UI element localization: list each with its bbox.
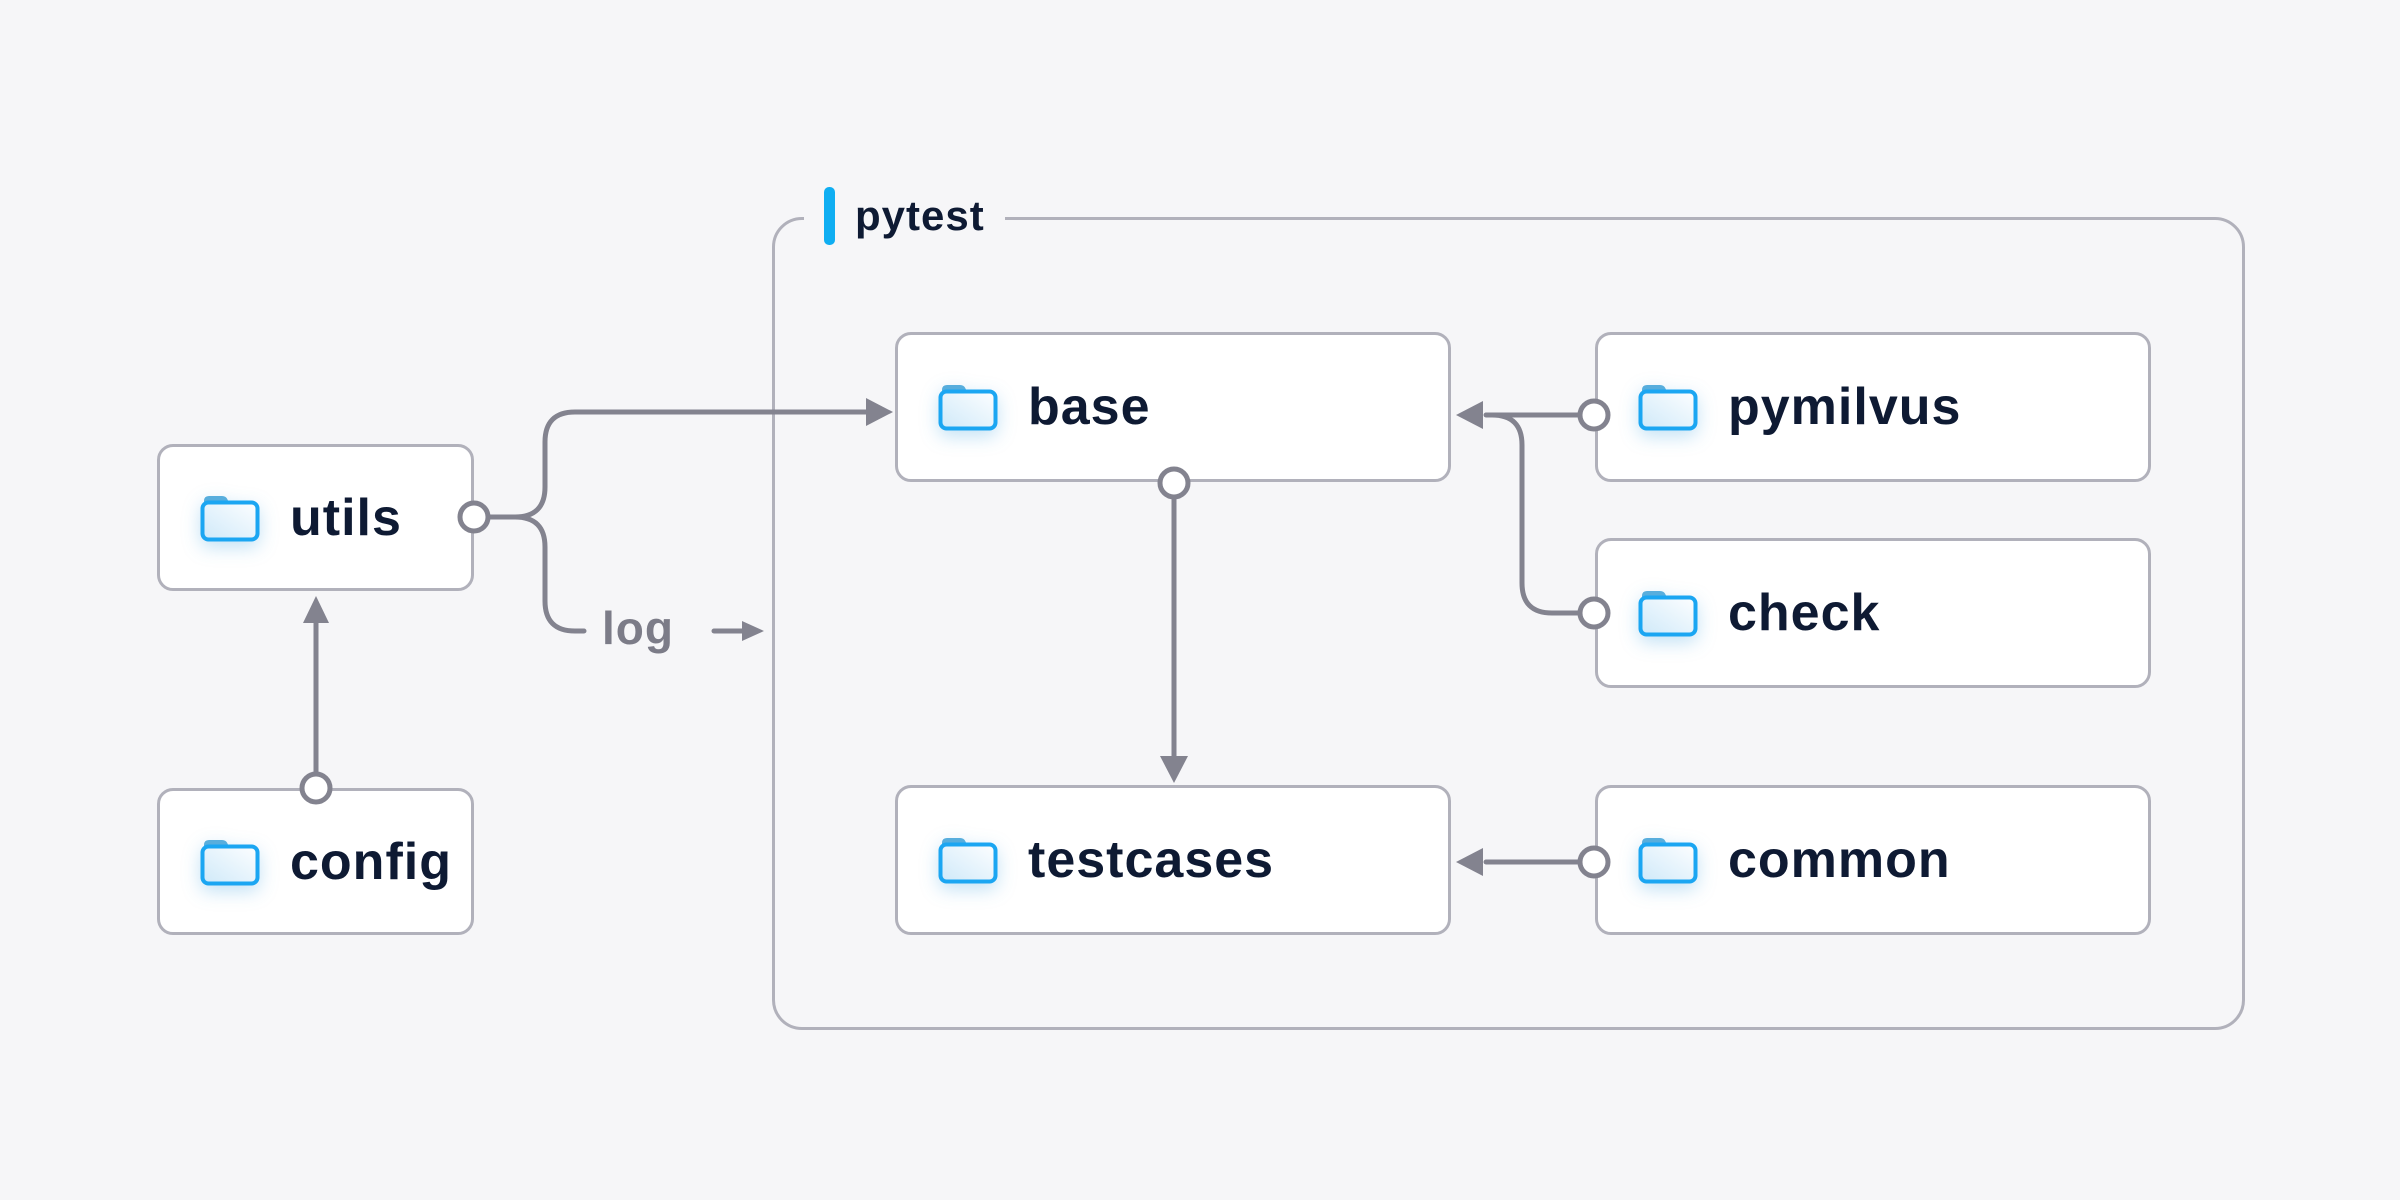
pytest-group-label: pytest: [804, 185, 1005, 247]
node-utils: utils: [157, 444, 474, 591]
node-label: utils: [290, 488, 402, 547]
edge-config-utils: [299, 596, 333, 805]
folder-icon: [938, 838, 998, 884]
node-common: common: [1595, 785, 2151, 935]
accent-bar: [824, 187, 835, 245]
pytest-group-box: [772, 217, 2245, 1030]
folder-icon: [200, 839, 260, 885]
node-label: base: [1028, 378, 1151, 436]
node-label: config: [290, 832, 452, 891]
arrowhead-right-icon: [742, 621, 764, 641]
folder-icon: [1638, 838, 1698, 884]
group-label-text: pytest: [855, 192, 985, 239]
node-label: common: [1728, 831, 1951, 889]
node-label: testcases: [1028, 831, 1275, 889]
edge-label-log: log: [602, 602, 674, 654]
node-label: pymilvus: [1728, 378, 1962, 436]
node-config: config: [157, 788, 474, 935]
folder-icon: [1638, 591, 1698, 637]
folder-icon: [938, 385, 998, 431]
node-pymilvus: pymilvus: [1595, 332, 2151, 482]
node-label: check: [1728, 584, 1881, 642]
node-testcases: testcases: [895, 785, 1451, 935]
folder-icon: [1638, 385, 1698, 431]
folder-icon: [200, 495, 260, 541]
node-check: check: [1595, 538, 2151, 688]
node-base: base: [895, 332, 1451, 482]
arrowhead-up-icon: [303, 596, 329, 623]
